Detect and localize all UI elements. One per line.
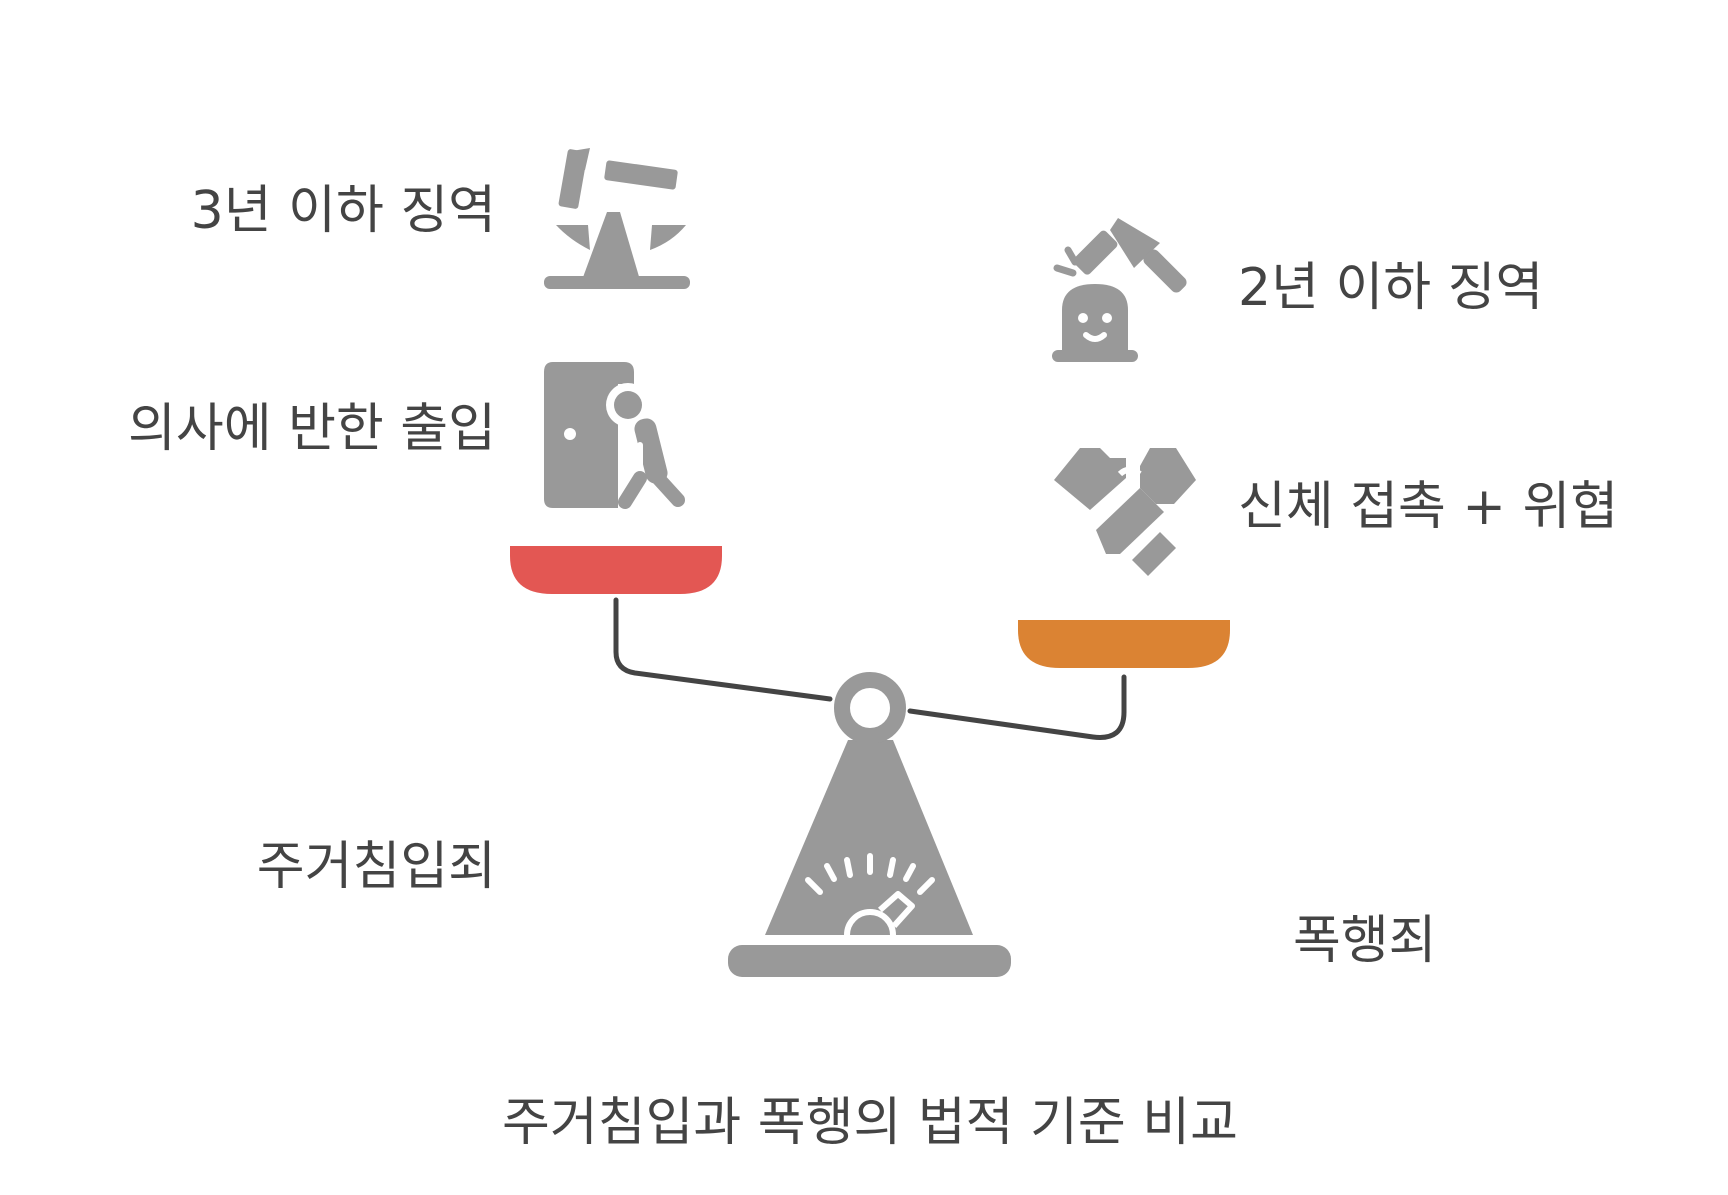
gauge-needle <box>844 891 915 936</box>
scale-pivot <box>834 672 906 744</box>
scale-beam <box>613 597 1127 740</box>
fist-punch-icon <box>1054 448 1196 576</box>
scale-pillar <box>765 740 973 935</box>
left-element-label: 의사에 반한 출입 <box>128 399 496 459</box>
right-element-label: 신체 접촉 + 위협 <box>1238 477 1618 537</box>
left-penalty-label: 3년 이하 징역 <box>191 181 496 241</box>
gauge-ticks <box>805 853 935 895</box>
diagram-title: 주거침입과 폭행의 법적 기준 비교 <box>502 1093 1238 1153</box>
right-offense-name: 폭행죄 <box>1293 911 1437 971</box>
left-offense-name: 주거침입죄 <box>257 837 496 897</box>
door-entry-icon <box>544 362 685 509</box>
scale-stand <box>728 740 1011 977</box>
scale-base <box>728 945 1011 977</box>
right-penalty-label: 2년 이하 징역 <box>1238 258 1543 318</box>
left-pan <box>510 546 722 594</box>
judge-hammer-icon <box>1052 218 1187 362</box>
right-pan <box>1018 620 1230 668</box>
gavel-icon <box>544 148 690 289</box>
